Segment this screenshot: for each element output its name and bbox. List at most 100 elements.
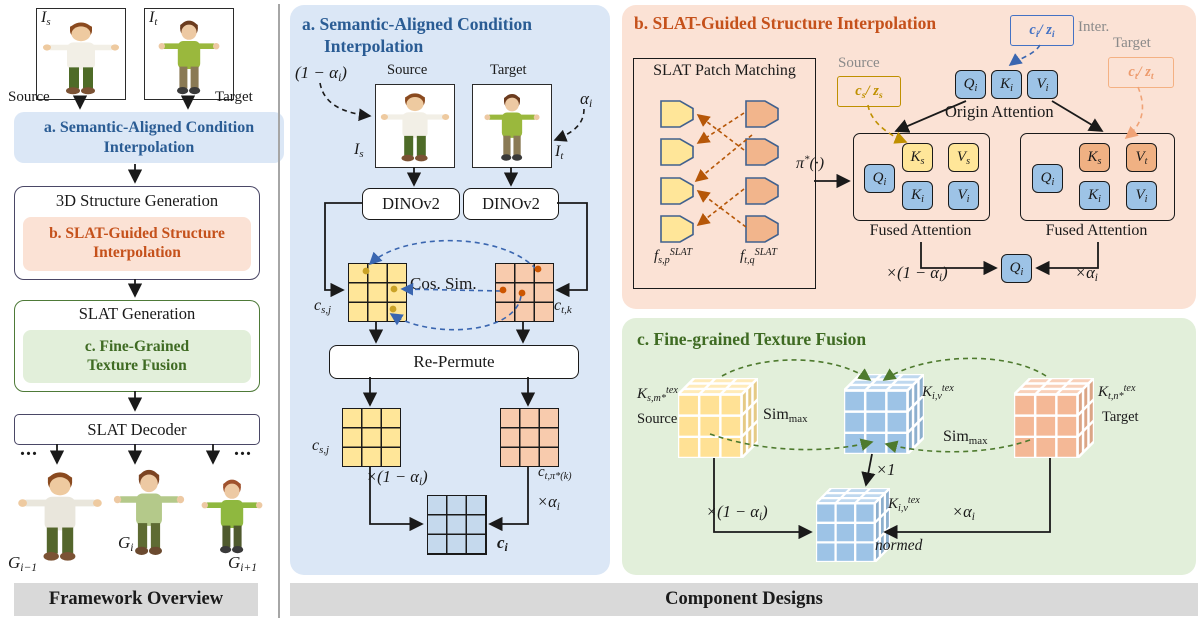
structure-generation-box: 3D Structure Generation b. SLAT-Guided S… xyxy=(14,186,260,280)
fused-left-vs: Vs xyxy=(948,143,979,172)
fused-right-q: Qi xyxy=(1032,164,1063,193)
output-prev-label: Gi−1 xyxy=(8,553,38,575)
step-c-box: c. Fine-Grained Texture Fusion xyxy=(23,330,251,383)
cube-source-label: Ks,m*tex xyxy=(637,384,678,404)
component-designs-label: Component Designs xyxy=(665,589,823,609)
step-b-label: b. SLAT-Guided Structure Interpolation xyxy=(49,225,225,261)
patch-orange-1 xyxy=(745,100,779,128)
target-condition-label: ct/ zt xyxy=(1128,64,1154,82)
panel-b: b. SLAT-Guided Structure Interpolation S… xyxy=(622,5,1196,309)
inter-label: Inter. xyxy=(1078,19,1110,35)
fused-right-vt: Vt xyxy=(1126,143,1157,172)
dino-right-label: DINOv2 xyxy=(482,194,540,213)
image-target-label: It xyxy=(555,143,564,163)
cube-target-label: Kt,n*tex xyxy=(1098,382,1136,402)
target-grid2-label: ct,π*(k) xyxy=(538,464,572,482)
feat-source-label: fs,pSLAT xyxy=(654,246,693,266)
target-token-grid xyxy=(495,263,554,322)
target-image-label: It xyxy=(149,9,158,29)
target-label: Target xyxy=(490,62,527,78)
query-token-label: Qi xyxy=(963,76,978,94)
source-token-grid-2 xyxy=(342,408,401,467)
source-image-box: Is xyxy=(36,8,126,100)
target-texture-cube xyxy=(1014,378,1094,458)
fused-attention-left-box: Qi Ks Vs Ki Vi xyxy=(853,133,990,221)
mult-right-label: ×αi xyxy=(952,502,975,524)
value-token: Vi xyxy=(1027,70,1058,99)
center-query-label: Qi xyxy=(1009,260,1024,278)
key-token: Ki xyxy=(991,70,1022,99)
source-condition-label: cs/ zs xyxy=(855,83,883,101)
sim-left-label: Simmax xyxy=(763,406,808,426)
patch-yellow-4 xyxy=(660,215,694,243)
inter-condition-box: ci/ zi xyxy=(1010,15,1074,46)
target-character-image xyxy=(157,17,221,97)
patch-orange-4 xyxy=(745,215,779,243)
cube-inter-label: Ki,vtex xyxy=(922,382,954,402)
source-token-grid xyxy=(348,263,407,322)
slat-decoder-label: SLAT Decoder xyxy=(87,419,187,439)
query-token: Qi xyxy=(955,70,986,99)
fused-right-ks-label: Ks xyxy=(1087,149,1102,167)
coeff-target-label: αi xyxy=(580,89,593,111)
fused-left-q: Qi xyxy=(864,164,895,193)
source-condition-box: cs/ zs xyxy=(837,76,901,107)
structure-generation-title: 3D Structure Generation xyxy=(55,191,219,210)
patch-yellow-2 xyxy=(660,138,694,166)
feat-target-label: ft,qSLAT xyxy=(740,246,777,266)
source-character-image xyxy=(379,90,451,164)
cos-sim-label: Cos. Sim. xyxy=(410,274,477,293)
step-c-label: c. Fine-Grained Texture Fusion xyxy=(84,337,190,374)
source-label: Source xyxy=(387,62,428,78)
permute-fn-label: π*(·) xyxy=(796,153,825,172)
normed-label: normed xyxy=(875,537,923,554)
output-character-prev xyxy=(16,468,104,564)
slat-decoder-box: SLAT Decoder xyxy=(14,414,260,445)
source-label: Source xyxy=(8,89,50,105)
fused-right-ks: Ks xyxy=(1079,143,1110,172)
fused-left-vs-label: Vs xyxy=(956,149,971,167)
ellipsis-left: ... xyxy=(20,438,38,460)
fused-left-ki: Ki xyxy=(902,181,933,210)
fused-right-vt-label: Vt xyxy=(1135,149,1148,167)
dino-left-box: DINOv2 xyxy=(362,188,460,220)
source-character-image xyxy=(41,19,121,97)
framework-banner-label: Framework Overview xyxy=(48,589,224,609)
fused-attention-right-caption: Fused Attention xyxy=(1045,222,1148,239)
center-query-token: Qi xyxy=(1001,254,1032,283)
mult-left-label: ×(1 − αi) xyxy=(706,502,768,524)
slat-generation-box: SLAT Generation c. Fine-Grained Texture … xyxy=(14,300,260,392)
target-condition-box: ct/ zt xyxy=(1108,57,1174,88)
key-token-label: Ki xyxy=(1000,76,1013,94)
interpolated-grid xyxy=(427,495,487,555)
fused-right-vi-label: Vi xyxy=(1135,187,1148,205)
panel-b-title: b. SLAT-Guided Structure Interpolation xyxy=(634,13,937,33)
source-texture-cube xyxy=(678,378,758,458)
fused-left-ks: Ks xyxy=(902,143,933,172)
dino-left-label: DINOv2 xyxy=(382,194,440,213)
framework-panel: Is It Source Target a. Semantic-Aligned … xyxy=(0,0,284,634)
target-image-box xyxy=(472,84,552,168)
fused-attention-right-box: Qi Ks Vt Ki Vi xyxy=(1020,133,1175,221)
inter-texture-cube xyxy=(844,374,924,454)
fused-attention-left-caption: Fused Attention xyxy=(869,222,972,239)
fused-left-vi-label: Vi xyxy=(957,187,970,205)
source-grid-label: cs,j xyxy=(314,297,332,317)
sim-right-label: Simmax xyxy=(943,428,988,448)
target-token-grid-2 xyxy=(500,408,559,467)
image-source-label: Is xyxy=(354,141,364,161)
panel-a-title: a. Semantic-Aligned Condition Interpolat… xyxy=(302,14,532,57)
panel-a: a. Semantic-Aligned Condition Interpolat… xyxy=(290,5,610,575)
framework-banner: Framework Overview xyxy=(14,583,258,616)
component-designs-banner: Component Designs xyxy=(290,583,1198,616)
target-image-box: It xyxy=(144,8,234,100)
mult-right-label: ×αi xyxy=(1075,263,1098,285)
fused-left-vi: Vi xyxy=(948,181,979,210)
output-mid-label: Gi xyxy=(118,533,134,555)
fused-left-ks-label: Ks xyxy=(910,149,925,167)
origin-attention-label: Origin Attention xyxy=(945,102,1054,121)
step-a-box: a. Semantic-Aligned Condition Interpolat… xyxy=(14,112,284,163)
fused-right-ki-label: Ki xyxy=(1088,187,1101,205)
step-b-box: b. SLAT-Guided Structure Interpolation xyxy=(23,217,251,271)
